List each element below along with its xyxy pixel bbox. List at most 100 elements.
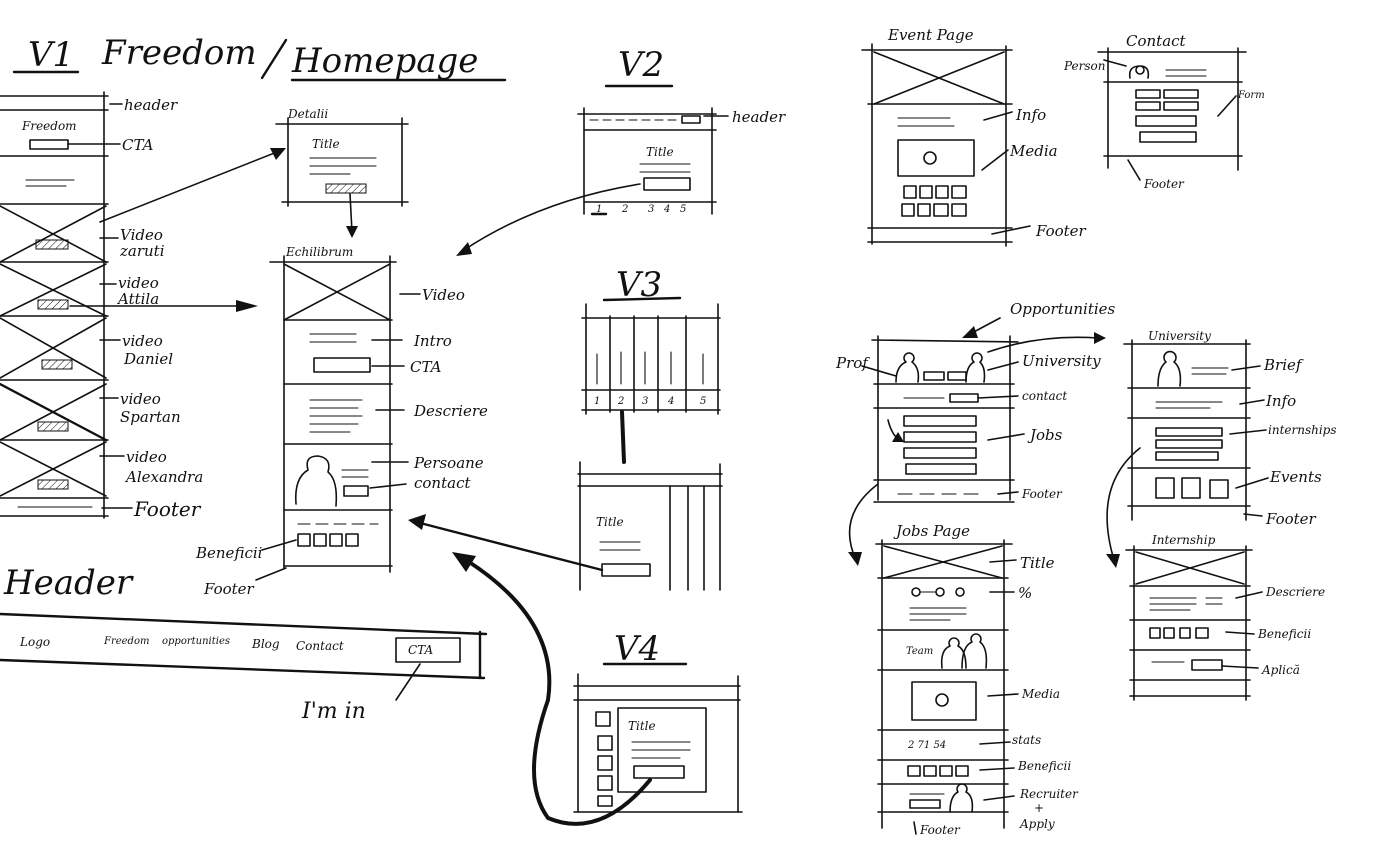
event-page-title: Event Page: [887, 26, 974, 44]
event-media-thumbs: [901, 185, 967, 217]
arrow-v2-to-equilibrum: [456, 183, 641, 256]
university-events-label: Events: [1269, 468, 1322, 486]
university-internships-label: internships: [1268, 423, 1337, 437]
equilibrum-cta-label: CTA: [410, 358, 442, 376]
header-nav-blog: Blog: [251, 637, 280, 651]
v1-video-block-4: [0, 382, 109, 442]
v1-brand: Freedom: [21, 119, 77, 133]
detail-label: Detalii: [287, 107, 328, 121]
v2-title: Title: [646, 145, 674, 159]
header-bar-sketch: Header Logo Freedom opportunities Blog C…: [0, 563, 488, 724]
university-wireframe: University Brief Info internships Events…: [1106, 329, 1337, 568]
header-nav-opportunities: opportunities: [162, 636, 230, 647]
jobs-page-title: Jobs Page: [893, 522, 970, 540]
opportunities-wireframe: Opportunities Prof University contact Jo…: [835, 300, 1116, 566]
opportunities-university-label: University: [1022, 352, 1101, 370]
opportunities-jobs-label: Jobs: [1027, 426, 1063, 444]
v3-column-3: 3: [642, 396, 648, 407]
contact-form-label: Form: [1237, 90, 1265, 101]
opportunities-footer-label: Footer: [1021, 487, 1063, 501]
jobs-title-label: Title: [1020, 554, 1055, 572]
arrow-v3-to-equilibrum: [408, 514, 604, 572]
header-cta: CTA: [408, 643, 434, 657]
v1-homepage-wireframe: Freedom: [0, 91, 203, 521]
v2-pagination: 1 2 3 4 5: [590, 204, 686, 216]
v3-column-1: 1: [594, 396, 600, 407]
v2-page-5: 5: [680, 204, 686, 215]
header-logo: Logo: [19, 635, 50, 649]
v2-wireframe: V2 header Title 1 2 3 4 5: [577, 45, 786, 216]
v3-column-2: 2: [617, 396, 624, 407]
header-cta-note: I'm in: [301, 699, 366, 724]
jobs-percent-label: %: [1018, 584, 1032, 602]
v2-header-label: header: [732, 108, 786, 126]
university-brief-label: Brief: [1263, 356, 1304, 374]
equilibrum-video-label: Video: [422, 286, 465, 304]
v1-label-footer: Footer: [133, 497, 202, 521]
contact-person-label: Person: [1063, 59, 1105, 73]
internship-title: Internship: [1151, 533, 1216, 547]
jobs-footer-label: Footer: [919, 823, 961, 837]
jobs-plus-label: +: [1034, 801, 1044, 815]
internship-descriere-label: Descriere: [1265, 585, 1325, 599]
v3-column-4: 4: [667, 396, 674, 407]
v3-wireframe: V3 1 2 3 4 5 Title: [577, 265, 723, 591]
sheet-title: V1 Freedom Homepage: [12, 33, 507, 82]
contact-page-wireframe: Contact Person Form Footer: [1063, 32, 1265, 191]
jobs-stats-label: stats: [1012, 733, 1041, 747]
v2-version: V2: [618, 45, 664, 85]
jobs-apply-label: Apply: [1019, 817, 1055, 831]
arrow-v1-to-equilibrum: [69, 300, 258, 312]
equilibrum-wireframe: Echilibrum Video Intro CTA D: [195, 245, 488, 598]
equilibrum-persoane-label: Persoane: [413, 454, 484, 472]
jobs-page-wireframe: Jobs Page Team 2 71 54 Title: [875, 522, 1079, 837]
v1-label-video-1: Video: [120, 226, 163, 244]
v2-page-2: 2: [621, 204, 628, 215]
v1-video-block-3: [0, 317, 109, 381]
university-title: University: [1148, 329, 1211, 343]
v1-label-header: header: [124, 96, 178, 114]
v2-page-3: 3: [648, 204, 654, 215]
v1-label-video-5-name: Alexandra: [124, 468, 203, 486]
opportunities-contact-label: contact: [1022, 389, 1067, 403]
internship-wireframe: Internship Descriere Beneficii Aplică: [1125, 533, 1325, 701]
title-freedom: Freedom: [101, 33, 257, 73]
equilibrum-intro-label: Intro: [413, 332, 452, 350]
contact-footer-label: Footer: [1143, 177, 1185, 191]
detail-wireframe: Detalii Title: [275, 107, 409, 238]
v1-label-video-3: video: [122, 332, 163, 350]
v3-title: Title: [596, 515, 624, 529]
equilibrum-beneficii-label: Beneficii: [195, 544, 263, 562]
v1-label-video-5: video: [126, 448, 167, 466]
v1-label-video-4-name: Spartan: [120, 408, 181, 426]
v1-video-block-1: [0, 205, 109, 263]
arrow-v4-to-equilibrum: [452, 552, 652, 826]
v2-page-4: 4: [663, 204, 670, 215]
jobs-stats-values: 2 71 54: [907, 740, 946, 751]
jobs-beneficii-label: Beneficii: [1017, 759, 1071, 773]
v4-version: V4: [614, 629, 660, 669]
title-version: V1: [28, 35, 74, 75]
equilibrum-footer-label: Footer: [203, 580, 255, 598]
v4-wireframe: V4 Title: [573, 629, 743, 813]
title-homepage: Homepage: [291, 41, 478, 81]
event-footer-label: Footer: [1035, 222, 1087, 240]
v1-label-video-2-name: Attila: [116, 290, 159, 308]
university-footer-label: Footer: [1265, 510, 1317, 528]
internship-beneficii-label: Beneficii: [1257, 627, 1311, 641]
v1-label-cta: CTA: [122, 136, 154, 154]
v1-label-video-2: video: [118, 274, 159, 292]
v1-video-block-5: [0, 441, 109, 499]
header-nav-contact: Contact: [296, 639, 344, 653]
contact-page-title: Contact: [1126, 32, 1187, 50]
detail-title: Title: [312, 137, 340, 151]
opportunities-prof-label: Prof: [835, 354, 870, 372]
v1-label-video-1-name: zaruti: [119, 242, 165, 260]
v1-label-video-3-name: Daniel: [123, 350, 173, 368]
equilibrum-contact-label: contact: [414, 474, 471, 492]
equilibrum-descriere-label: Descriere: [413, 402, 488, 420]
arrow-v1-to-detail: [99, 148, 286, 223]
opportunities-title: Opportunities: [1010, 300, 1116, 318]
v3-column-5: 5: [700, 396, 706, 407]
